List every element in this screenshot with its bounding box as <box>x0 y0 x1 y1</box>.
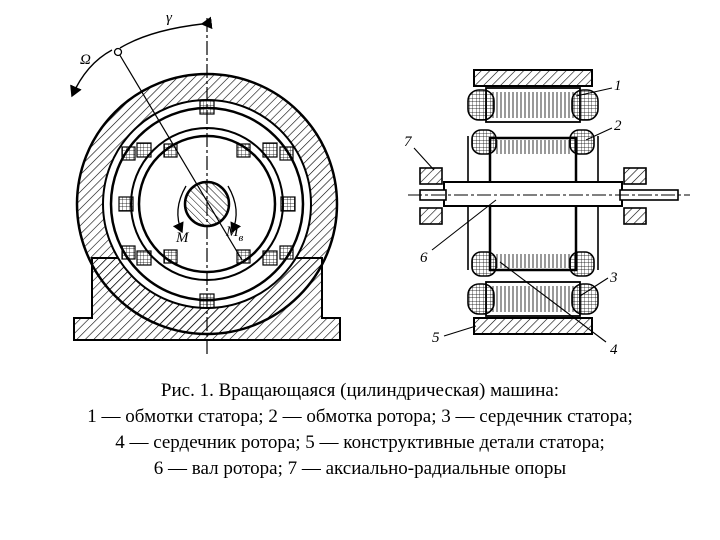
part-number-2: 2 <box>614 118 622 134</box>
stator-slots <box>118 99 296 309</box>
gamma-label: γ <box>166 10 173 26</box>
rotor-end-turn <box>471 251 497 277</box>
rotor-slot <box>163 143 178 158</box>
stator-end-turn <box>571 283 599 315</box>
leader-4 <box>499 261 607 343</box>
rotor-winding-top <box>494 140 572 154</box>
stator-end-turn <box>467 89 495 121</box>
rotor-slot <box>279 146 294 161</box>
part-number-7: 7 <box>404 134 413 150</box>
stator-slot <box>118 196 134 212</box>
stator-end-turn <box>467 283 495 315</box>
stator-slot <box>136 250 152 266</box>
bearing-left-bottom <box>419 207 443 225</box>
stator-frame-bottom <box>473 317 593 335</box>
leader-2 <box>585 127 613 141</box>
rotor-end-turn <box>569 129 595 155</box>
torque-mb-arrow <box>227 185 242 234</box>
rotor-axis-marker <box>113 47 123 57</box>
rotor-winding-bottom <box>494 254 572 268</box>
leader-6 <box>431 199 497 251</box>
shaft-long <box>443 181 623 207</box>
longitudinal-view: 1 2 3 4 5 6 7 <box>404 69 690 358</box>
torque-m-label: M <box>175 230 190 246</box>
cross-section-view: γ Ω M Mв <box>70 10 341 355</box>
caption-line-4: 6 — вал ротора; 7 — аксиально-радиальные… <box>153 458 567 479</box>
leader-7 <box>413 147 435 171</box>
leader-1 <box>575 87 613 97</box>
omega-label: Ω <box>80 52 91 68</box>
part-number-6: 6 <box>420 250 428 266</box>
torque-mb-subscript: в <box>239 232 244 244</box>
part-number-3: 3 <box>609 270 618 286</box>
omega-arc <box>70 49 113 98</box>
rotor-slot <box>163 249 178 264</box>
rotor-slot <box>121 146 136 161</box>
bearing-left-top <box>419 167 443 185</box>
stator-frame-top <box>473 69 593 87</box>
stator-slot <box>262 250 278 266</box>
leader-3 <box>579 277 609 297</box>
leader-5 <box>443 325 477 337</box>
stator-slot <box>280 196 296 212</box>
caption-line-2: 1 — обмотки статора; 2 — обмотка ротора;… <box>87 406 633 427</box>
stator-end-turn <box>571 89 599 121</box>
stator-slot <box>136 142 152 158</box>
electric-machine-drawing: γ Ω M Mв <box>70 10 690 358</box>
rotor-axis-line <box>117 51 243 261</box>
torque-m-arrow <box>172 185 187 234</box>
torque-mb-label: Mв <box>225 224 244 244</box>
rotor-end-turn <box>471 129 497 155</box>
bearing-right-bottom <box>623 207 647 225</box>
stator-winding-top <box>492 92 574 118</box>
stator-slot <box>262 142 278 158</box>
gamma-arc <box>119 16 213 49</box>
rotor-slot <box>236 143 251 158</box>
part-number-1: 1 <box>614 78 622 94</box>
figure-caption: Рис. 1. Вращающаяся (цилиндрическая) маш… <box>0 378 720 482</box>
part-number-4: 4 <box>610 342 618 358</box>
part-number-5: 5 <box>432 330 440 346</box>
rotor-slot <box>236 249 251 264</box>
caption-line-1: Рис. 1. Вращающаяся (цилиндрическая) маш… <box>160 380 560 401</box>
rotor-slot <box>121 245 136 260</box>
rotor-slot <box>279 245 294 260</box>
rotor-end-turn <box>569 251 595 277</box>
caption-line-3: 4 — сердечник ротора; 5 — конструктивные… <box>115 432 605 453</box>
bearing-right-top <box>623 167 647 185</box>
